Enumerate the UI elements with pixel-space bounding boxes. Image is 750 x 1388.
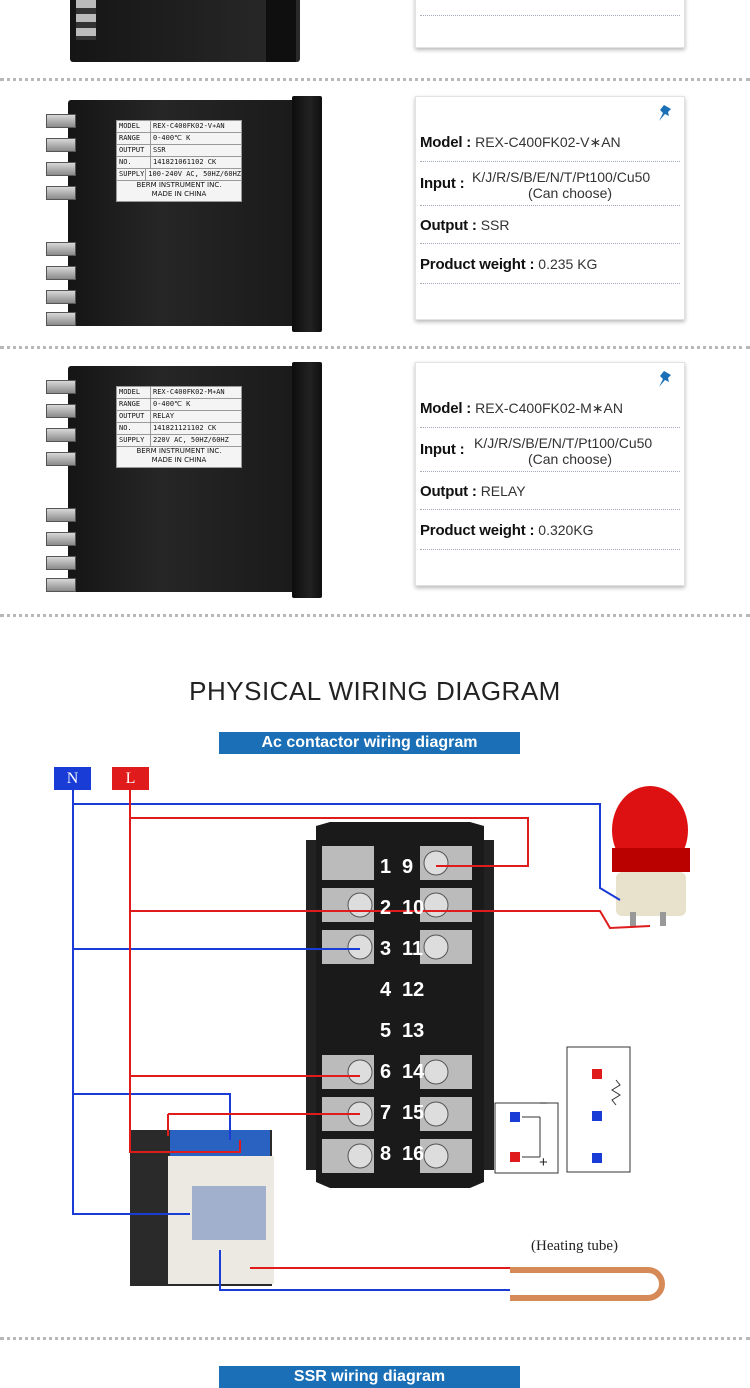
nameplate-origin: MADE IN CHINA	[151, 456, 207, 464]
input-value: K/J/R/S/B/E/N/T/Pt100/Cu50	[472, 169, 651, 185]
section-title: PHYSICAL WIRING DIAGRAM	[189, 676, 561, 706]
pushpin-icon	[659, 371, 671, 387]
terminal-number-left: 3	[380, 938, 392, 960]
section-divider	[0, 346, 750, 349]
thermocouple-minus: −	[539, 1095, 548, 1112]
terminal-number-right: 16	[402, 1143, 425, 1165]
nameplate-brand: BERM INSTRUMENT INC.	[136, 181, 222, 189]
weight-label: Product weight	[420, 522, 526, 539]
thermocouple-plus: +	[539, 1154, 548, 1171]
input-note: (Can choose)	[528, 185, 613, 201]
nameplate-origin: MADE IN CHINA	[151, 190, 207, 198]
terminal-number-left: 5	[380, 1020, 392, 1042]
ssr-banner: SSR wiring diagram	[219, 1366, 520, 1388]
live-label-box	[112, 767, 149, 790]
output-value: RELAY	[480, 483, 526, 499]
neutral-label: N	[66, 770, 79, 787]
terminal-number-left: 4	[380, 979, 392, 1001]
live-label: L	[125, 770, 136, 787]
model-label: Model	[420, 134, 463, 151]
input-value: K/J/R/S/B/E/N/T/Pt100/Cu50	[474, 435, 653, 451]
model-label: Model	[420, 400, 463, 417]
terminal-number-left: 1	[380, 856, 392, 878]
thermocouple-symbol	[494, 1102, 559, 1174]
heating-tube-label: (Heating tube)	[531, 1238, 619, 1254]
spec-card-relay: Model : REX-C400FK02-M∗AN Input : K/J/R/…	[415, 362, 685, 586]
top-spec-card-partial	[415, 0, 685, 48]
wiring-diagram	[54, 767, 690, 1301]
terminal-number-right: 11	[402, 938, 424, 960]
top-device-partial	[70, 0, 300, 62]
input-note: (Can choose)	[528, 451, 613, 467]
spec-card-ssr: Model : REX-C400FK02-V∗AN Input : K/J/R/…	[415, 96, 685, 320]
section-divider	[0, 614, 750, 617]
terminal-number-right: 15	[402, 1102, 425, 1124]
neutral-label-box	[54, 767, 91, 790]
output-label: Output	[420, 217, 468, 234]
weight-value: 0.235 KG	[538, 256, 598, 272]
terminal-block	[306, 822, 494, 1188]
model-value: REX-C400FK02-V∗AN	[475, 134, 621, 150]
terminal-number-left: 2	[380, 897, 392, 919]
nameplate-brand: BERM INSTRUMENT INC.	[136, 447, 222, 455]
terminal-number-left: 8	[380, 1143, 392, 1165]
heating-tube	[510, 1267, 665, 1301]
model-value: REX-C400FK02-M∗AN	[475, 400, 623, 416]
rtd-symbol	[566, 1046, 631, 1173]
terminal-number-right: 12	[402, 979, 425, 1001]
terminal-number-left: 7	[380, 1102, 392, 1124]
terminal-number-right: 10	[402, 897, 425, 919]
input-label: Input	[420, 441, 456, 458]
input-label: Input	[420, 175, 456, 192]
section-divider	[0, 78, 750, 81]
output-label: Output	[420, 483, 468, 500]
terminal-number-right: 14	[402, 1061, 425, 1083]
section-divider	[0, 1337, 750, 1340]
pushpin-icon	[659, 105, 671, 121]
ac-contactor	[130, 1130, 274, 1286]
weight-label: Product weight	[420, 256, 526, 273]
weight-value: 0.320KG	[538, 522, 594, 538]
terminal-number-left: 6	[380, 1061, 392, 1083]
alarm-lamp	[612, 786, 690, 926]
terminal-number-right: 9	[402, 856, 414, 878]
ac-contactor-banner: Ac contactor wiring diagram	[219, 732, 520, 754]
output-value: SSR	[480, 217, 510, 233]
terminal-number-right: 13	[402, 1020, 425, 1042]
